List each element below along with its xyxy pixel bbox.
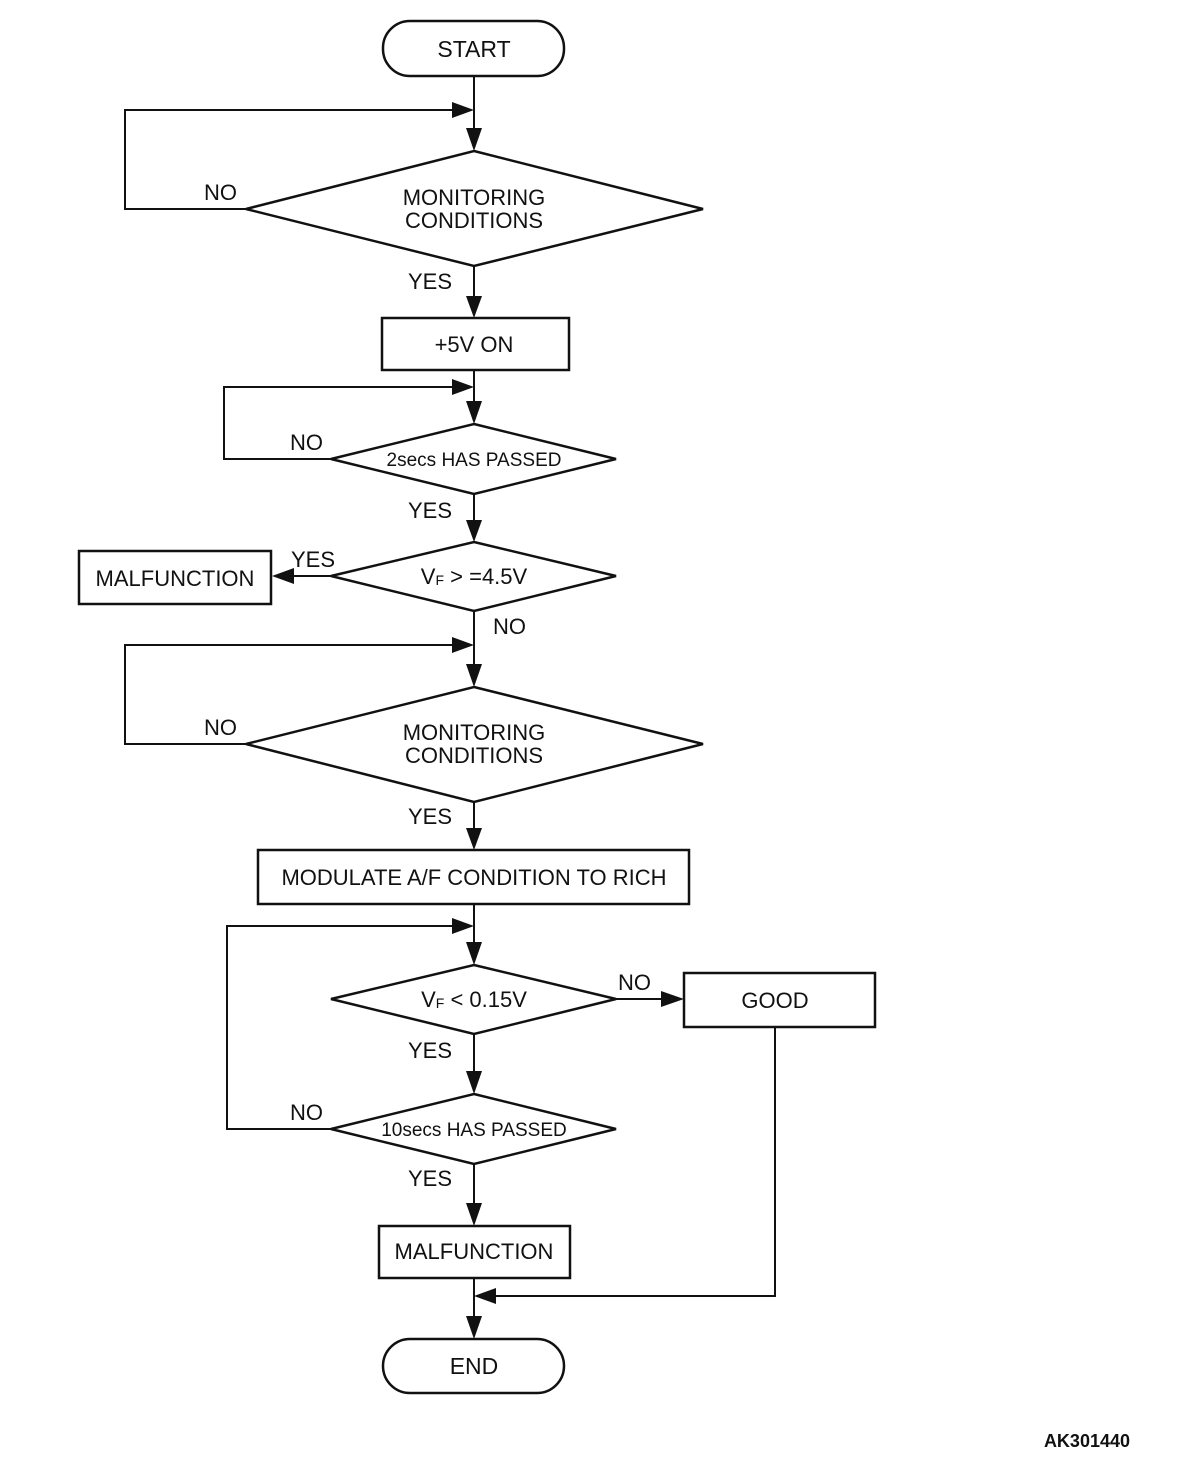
result-malfunction-2: MALFUNCTION (377, 1224, 572, 1280)
label-no-5: NO (618, 970, 651, 995)
process-modulate-af: MODULATE A/F CONDITION TO RICH (256, 848, 691, 906)
monitoring-2-line-2: CONDITIONS (405, 743, 543, 768)
decision-vf-high-label: VF > =4.5V (421, 564, 528, 589)
result-malfunction-1: MALFUNCTION (77, 549, 273, 606)
decision-10secs-passed: 10secs HAS PASSED (330, 1092, 617, 1166)
label-yes-1: YES (408, 269, 452, 294)
label-yes-4: YES (408, 804, 452, 829)
end-terminator: END (381, 1337, 566, 1395)
malfunction-2-label: MALFUNCTION (395, 1239, 554, 1264)
label-no-6: NO (290, 1100, 323, 1125)
decision-vf-low: VF < 0.15V (330, 963, 617, 1036)
malfunction-1-label: MALFUNCTION (96, 566, 255, 591)
good-label: GOOD (741, 988, 808, 1013)
decision-vf-high: VF > =4.5V (330, 540, 617, 613)
label-no-3: NO (493, 614, 526, 639)
decision-monitoring-conditions-1: MONITORING CONDITIONS (245, 149, 704, 268)
monitoring-1-line-1: MONITORING (403, 185, 546, 210)
vf-low-rest: < 0.15V (444, 987, 527, 1012)
process-modulate-label: MODULATE A/F CONDITION TO RICH (281, 865, 666, 890)
decision-10secs-label: 10secs HAS PASSED (381, 1120, 567, 1141)
label-yes-3: YES (291, 547, 335, 572)
decision-2secs-label: 2secs HAS PASSED (387, 450, 562, 471)
figure-code: AK301440 (1044, 1431, 1130, 1451)
end-label: END (450, 1353, 499, 1379)
vf-high-sub: F (435, 572, 444, 588)
label-yes-6: YES (408, 1166, 452, 1191)
label-yes-2: YES (408, 498, 452, 523)
start-terminator: START (381, 19, 566, 78)
decision-monitoring-conditions-2: MONITORING CONDITIONS (245, 685, 704, 804)
label-no-2: NO (290, 430, 323, 455)
label-no-1: NO (204, 180, 237, 205)
label-yes-5: YES (408, 1038, 452, 1063)
start-label: START (437, 36, 510, 62)
monitoring-2-line-1: MONITORING (403, 720, 546, 745)
label-no-4: NO (204, 715, 237, 740)
process-5v-on: +5V ON (380, 316, 571, 372)
decision-2secs-passed: 2secs HAS PASSED (330, 422, 617, 496)
vf-high-rest: > =4.5V (444, 564, 528, 589)
vf-low-v: V (421, 987, 436, 1012)
vf-high-v: V (421, 564, 436, 589)
process-5v-on-label: +5V ON (435, 332, 514, 357)
result-good: GOOD (682, 971, 877, 1029)
arrowheads (272, 102, 684, 1339)
vf-low-sub: F (436, 995, 445, 1011)
decision-vf-low-label: VF < 0.15V (421, 987, 527, 1012)
monitoring-1-line-2: CONDITIONS (405, 208, 543, 233)
